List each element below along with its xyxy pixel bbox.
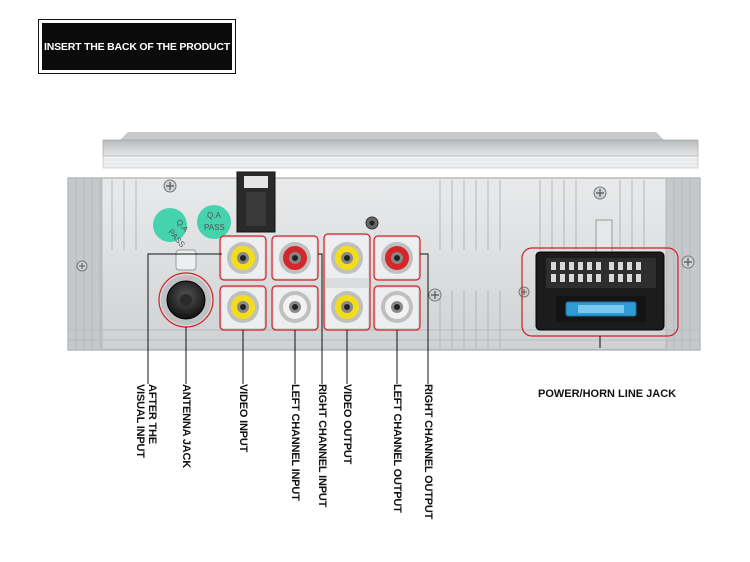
label-power-horn-line-jack: POWER/HORN LINE JACK bbox=[538, 388, 677, 400]
label-video-input: VIDEO INPUT bbox=[237, 384, 249, 453]
label-right-channel-input: RIGHT CHANNEL INPUT bbox=[316, 384, 328, 508]
label-line: AFTER THE bbox=[146, 384, 158, 444]
callout-box bbox=[373, 235, 421, 281]
rca-right-input bbox=[274, 238, 316, 278]
title-box: INSERT THE BACK OF THE PRODUCT bbox=[38, 19, 236, 74]
qa-sticker: Q.A PASS bbox=[197, 205, 231, 239]
qa-sticker: Q.A PASS bbox=[153, 208, 191, 249]
label-right-channel-output: RIGHT CHANNEL OUTPUT bbox=[422, 384, 434, 520]
svg-text:Q.A: Q.A bbox=[207, 211, 221, 220]
rca-video-input-top bbox=[222, 238, 264, 278]
label-left-channel-output: LEFT CHANNEL OUTPUT bbox=[391, 384, 403, 513]
label-video-output: VIDEO OUTPUT bbox=[341, 384, 353, 465]
page-title: INSERT THE BACK OF THE PRODUCT bbox=[42, 23, 232, 70]
label-antenna-jack: ANTENNA JACK bbox=[180, 384, 192, 468]
label-line: VISUAL INPUT bbox=[134, 384, 146, 458]
label-left-channel-input: LEFT CHANNEL INPUT bbox=[289, 384, 301, 501]
rca-video-output-top bbox=[326, 236, 368, 278]
callout-box bbox=[219, 235, 267, 281]
callout-box bbox=[271, 235, 319, 281]
rca-right-output bbox=[376, 238, 418, 278]
rca-left-output bbox=[376, 288, 418, 328]
screw-icon bbox=[76, 179, 695, 302]
rca-video-output bbox=[326, 288, 368, 328]
label-after-visual-input: AFTER THE VISUAL INPUT bbox=[134, 384, 158, 458]
power-connector bbox=[535, 219, 665, 331]
rca-left-input bbox=[274, 288, 316, 328]
mounting-slot bbox=[236, 171, 276, 233]
leader-lines bbox=[147, 253, 601, 384]
top-housing bbox=[102, 132, 699, 169]
rca-video-input bbox=[222, 288, 264, 328]
antenna-jack bbox=[161, 249, 211, 325]
svg-text:PASS: PASS bbox=[204, 223, 225, 232]
